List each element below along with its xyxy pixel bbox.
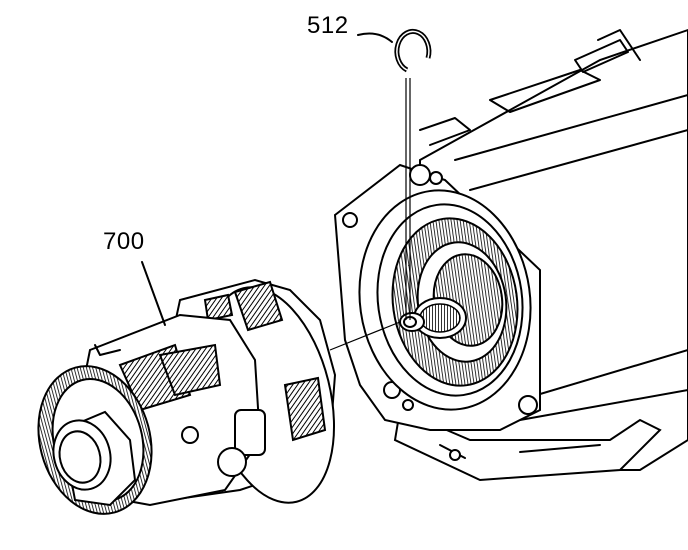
callout-512: 512 xyxy=(307,12,349,39)
carrier-assembly-700 xyxy=(37,261,401,515)
transmission-housing xyxy=(333,28,688,482)
callout-700: 700 xyxy=(103,228,145,255)
snap-ring-512 xyxy=(357,28,432,320)
